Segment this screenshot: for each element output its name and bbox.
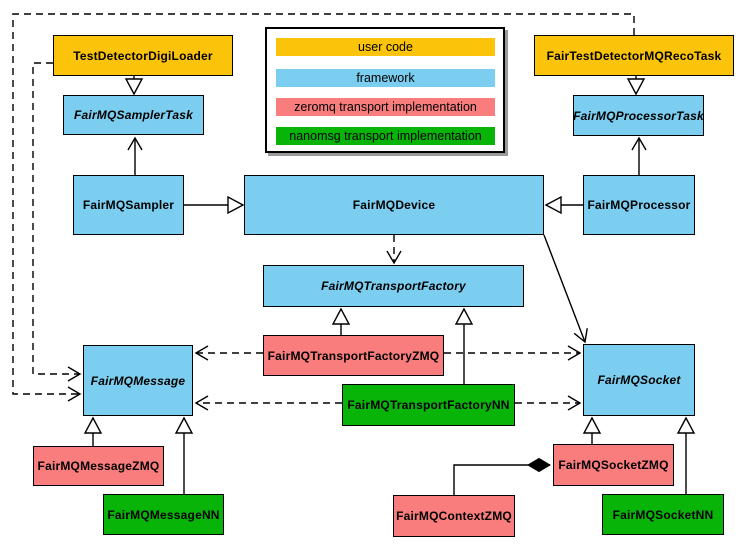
node-fairmqprocessor: FairMQProcessor xyxy=(583,175,695,235)
legend-label: zeromq transport implementation xyxy=(294,100,477,114)
legend-label: nanomsg transport implementation xyxy=(289,129,482,143)
node-label: FairMQSocketZMQ xyxy=(558,458,669,472)
node-fairmqtransportfactory: FairMQTransportFactory xyxy=(263,265,524,307)
node-fairmqmessagenn: FairMQMessageNN xyxy=(103,494,224,535)
node-label: FairMQProcessor xyxy=(587,198,691,212)
edge-composition-contextzmq-socketzmq xyxy=(453,457,551,495)
node-label: TestDetectorDigiLoader xyxy=(73,48,213,63)
legend-label: user code xyxy=(358,40,413,54)
edge-dependency-digiloader-message xyxy=(32,62,82,382)
node-label: FairMQDevice xyxy=(352,198,436,212)
node-label: FairMQMessageZMQ xyxy=(37,459,160,473)
node-fairmqsampler: FairMQSampler xyxy=(73,175,184,235)
node-testdetectordigiloader: TestDetectorDigiLoader xyxy=(53,35,233,76)
node-label: FairMQTransportFactoryZMQ xyxy=(267,348,440,363)
node-fairmqtransportfactorynn: FairMQTransportFactoryNN xyxy=(342,384,515,426)
node-fairmqcontextzmq: FairMQContextZMQ xyxy=(393,495,515,537)
node-fairmqmessagezmq: FairMQMessageZMQ xyxy=(33,446,164,486)
legend-label: framework xyxy=(356,71,415,85)
node-label: FairMQTransportFactory xyxy=(321,279,466,293)
node-fairmqsocket: FairMQSocket xyxy=(583,344,695,416)
node-fairmqtransportfactoryzmq: FairMQTransportFactoryZMQ xyxy=(263,335,444,376)
legend-item-user-code: user code xyxy=(276,38,495,56)
node-label: FairMQSocket xyxy=(597,373,681,387)
node-fairmqdevice: FairMQDevice xyxy=(244,175,544,235)
edge-association-device-socket xyxy=(543,234,588,344)
node-label: FairMQTransportFactoryNN xyxy=(347,398,510,412)
node-label: FairMQSampler xyxy=(82,198,175,212)
node-fairmqsamplertask: FairMQSamplerTask xyxy=(63,95,204,135)
node-label: FairMQSocketNN xyxy=(612,507,714,522)
node-label: FairTestDetectorMQRecoTask xyxy=(546,48,722,63)
node-fairmqmessage: FairMQMessage xyxy=(83,345,193,416)
node-label: FairMQMessageNN xyxy=(107,507,220,522)
node-label: FairMQProcessorTask xyxy=(573,108,704,123)
node-label: FairMQSamplerTask xyxy=(74,108,193,122)
node-fairmqsocketnn: FairMQSocketNN xyxy=(602,494,724,535)
legend-item-framework: framework xyxy=(276,69,495,87)
node-fairmqprocessortask: FairMQProcessorTask xyxy=(573,95,704,136)
node-label: FairMQMessage xyxy=(90,373,186,388)
legend-item-zeromq: zeromq transport implementation xyxy=(276,98,495,116)
node-label: FairMQContextZMQ xyxy=(396,509,512,523)
legend: user code framework zeromq transport imp… xyxy=(265,27,505,153)
node-fairtestdetectormqrecotask: FairTestDetectorMQRecoTask xyxy=(534,35,734,76)
edge-dependency-recotask-message xyxy=(12,13,635,402)
node-fairmqsocketzmq: FairMQSocketZMQ xyxy=(553,444,674,486)
legend-item-nanomsg: nanomsg transport implementation xyxy=(276,127,495,145)
